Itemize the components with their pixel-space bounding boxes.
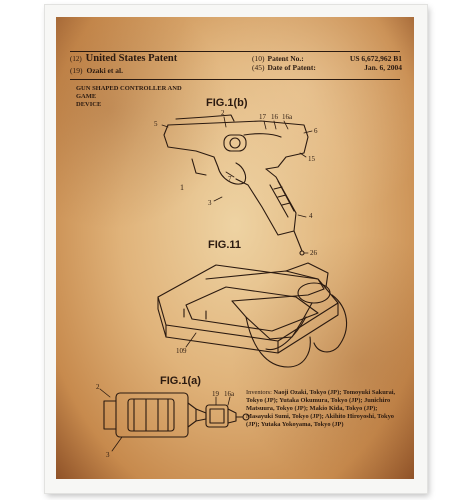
patent-date: Jan. 6, 2004	[364, 63, 402, 72]
patent-number-label: Patent No.:	[267, 54, 304, 63]
inventor-line: (19)Ozaki et al.	[70, 66, 220, 75]
header-code: (12)	[70, 55, 82, 63]
inventors-block: Inventors: Naoji Ozaki, Tokyo (JP); Tomo…	[246, 389, 396, 429]
callout-109: 109	[176, 347, 187, 355]
gun-side-view-drawing	[163, 114, 309, 256]
patent-title: GUN SHAPED CONTROLLER AND GAME DEVICE	[76, 85, 186, 109]
callout-5: 5	[154, 120, 158, 128]
patent-office-line: (12)United States Patent	[70, 53, 220, 64]
callout-fig1a-16a: 16a	[224, 390, 235, 398]
number-code: (10)	[252, 54, 265, 63]
patent-title-line2: DEVICE	[76, 101, 102, 108]
fig-1b-label: FIG.1(b)	[206, 97, 248, 109]
patent-date-label: Date of Patent:	[267, 63, 316, 72]
patent-title-line1: GUN SHAPED CONTROLLER AND GAME	[76, 85, 182, 100]
callout-1: 1	[180, 183, 184, 192]
patent-drawings	[99, 114, 348, 452]
patent-header-left: (12)United States Patent (19)Ozaki et al…	[70, 53, 220, 75]
console-with-gun-drawing	[157, 262, 348, 368]
inventor-code: (19)	[70, 66, 83, 75]
inventors-label: Inventors:	[246, 389, 272, 396]
callout-16a: 16a	[282, 113, 293, 121]
inventors-list: Naoji Ozaki, Tokyo (JP); Tomoyuki Sakura…	[246, 389, 396, 428]
first-inventor: Ozaki et al.	[86, 66, 123, 75]
callout-fig1a-19: 19	[212, 390, 219, 398]
callout-3: 3	[208, 199, 212, 207]
date-code: (45)	[252, 63, 265, 72]
callout-15: 15	[308, 155, 315, 163]
patent-number: US 6,672,962 B1	[349, 54, 402, 63]
callout-fig1a-2: 2	[96, 383, 100, 391]
callout-7: 7	[228, 175, 232, 183]
callout-2: 2	[221, 109, 225, 117]
callout-leader-lines	[99, 116, 313, 452]
fig-11-label: FIG.11	[208, 239, 242, 251]
callout-fig1a-3: 3	[106, 451, 110, 459]
patent-number-line: (10)Patent No.: US 6,672,962 B1	[252, 54, 402, 63]
callout-6: 6	[314, 127, 318, 135]
header-rule-bottom	[70, 79, 400, 80]
header-rule-top	[70, 51, 400, 52]
callout-17: 17	[259, 113, 266, 121]
patent-header-right: (10)Patent No.: US 6,672,962 B1 (45)Date…	[252, 54, 402, 72]
patent-date-line: (45)Date of Patent: Jan. 6, 2004	[252, 63, 402, 72]
patent-office: United States Patent	[85, 53, 178, 64]
patent-poster: (12)United States Patent (19)Ozaki et al…	[56, 17, 414, 479]
callout-16: 16	[271, 113, 278, 121]
fig-1a-label: FIG.1(a)	[160, 375, 201, 387]
gun-top-view-drawing	[103, 392, 250, 438]
callout-26: 26	[310, 249, 317, 257]
callout-4: 4	[309, 212, 313, 220]
